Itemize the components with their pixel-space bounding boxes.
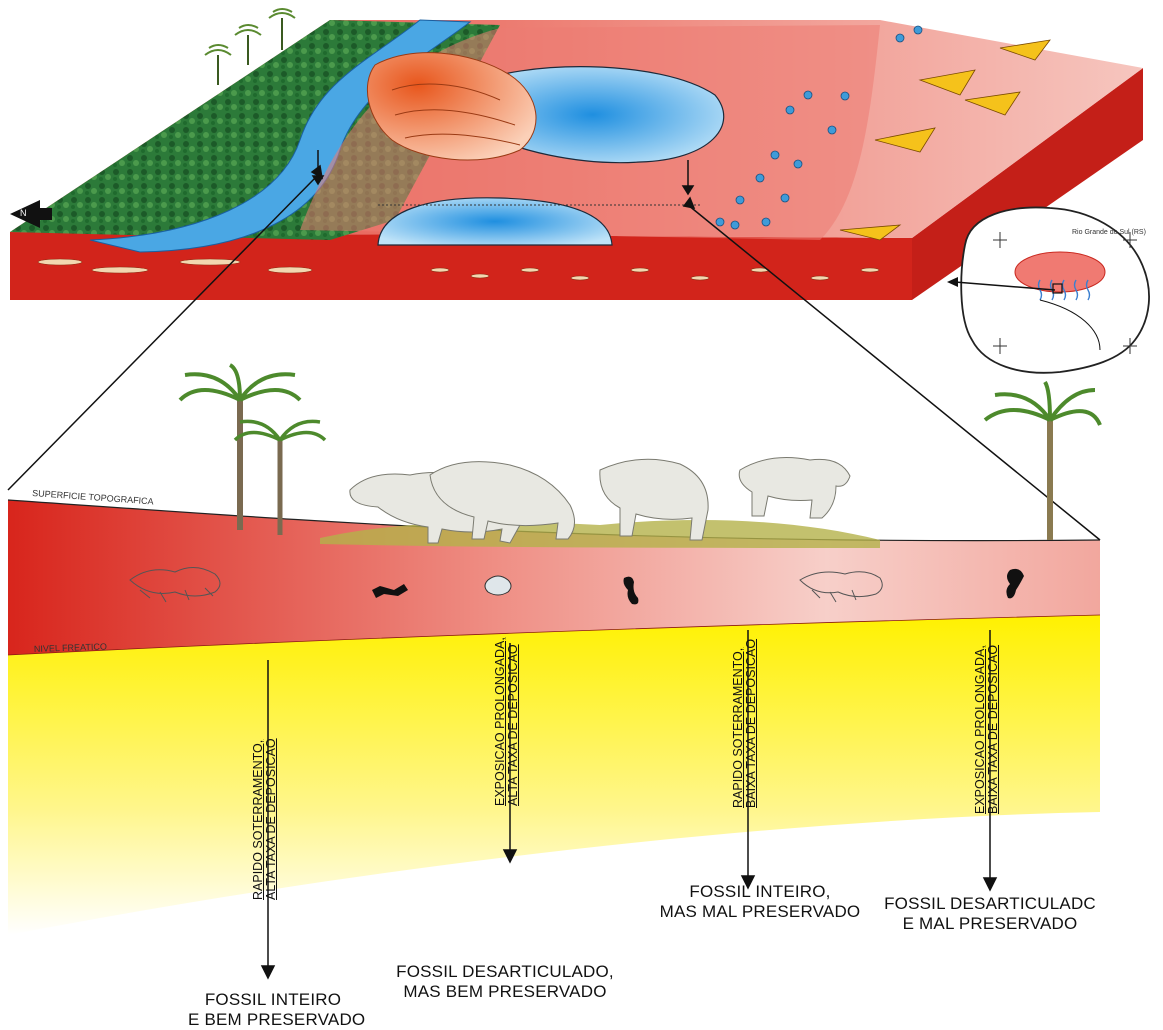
outcome-label-4: FOSSIL DESARTICULADC E MAL PRESERVADO (855, 894, 1125, 934)
outcome-label-1: FOSSIL INTEIRO E BEM PRESERVADO (188, 990, 358, 1030)
process-label-1: RAPIDO SOTERRAMENTO, ALTA TAXA DE DEPOSI… (252, 738, 278, 900)
grass (320, 520, 880, 548)
svg-text:N: N (20, 208, 27, 218)
outcome-2-line2: MAS BEM PRESERVADO (375, 982, 635, 1002)
process-label-4: EXPOSICAO PROLONGADA, BAIXA TAXA DE DEPO… (974, 645, 1000, 814)
outcome-2-line1: FOSSIL DESARTICULADO, (375, 962, 635, 982)
section-palm-left (180, 365, 325, 535)
inset-map: Rio Grande do Sul (RS) (947, 207, 1149, 372)
outcome-3-line1: FOSSIL INTEIRO, (640, 882, 880, 902)
outcome-4-line1: FOSSIL DESARTICULADC (855, 894, 1125, 914)
process-1-line2: ALTA TAXA DE DEPOSICAO (265, 738, 278, 900)
sand-layer (8, 615, 1100, 935)
outcome-3-line2: MAS MAL PRESERVADO (640, 902, 880, 922)
outcome-label-3: FOSSIL INTEIRO, MAS MAL PRESERVADO (640, 882, 880, 922)
cross-section: SUPERFICIE TOPOGRAFICA NIVEL FREATICO (8, 365, 1100, 978)
process-label-2: EXPOSICAO PROLONGADA, ALTA TAXA DE DEPOS… (494, 637, 520, 806)
process-label-3: RAPIDO SOTERRAMENTO, BAIXA TAXA DE DEPOS… (732, 639, 758, 808)
outcome-label-2: FOSSIL DESARTICULADO, MAS BEM PRESERVADO (375, 962, 635, 1002)
fossil-skull (485, 576, 511, 595)
outcome-1-line1: FOSSIL INTEIRO (188, 990, 358, 1010)
process-3-line2: BAIXA TAXA DE DEPOSICAO (745, 639, 758, 808)
outcome-1-line2: E BEM PRESERVADO (188, 1010, 358, 1030)
inset-red-zone (1015, 252, 1105, 292)
inset-region-label: Rio Grande do Sul (RS) (1072, 229, 1146, 236)
outcome-4-line2: E MAL PRESERVADO (855, 914, 1125, 934)
process-4-line2: BAIXA TAXA DE DEPOSICAO (987, 645, 1000, 814)
process-2-line2: ALTA TAXA DE DEPOSICAO (507, 637, 520, 806)
